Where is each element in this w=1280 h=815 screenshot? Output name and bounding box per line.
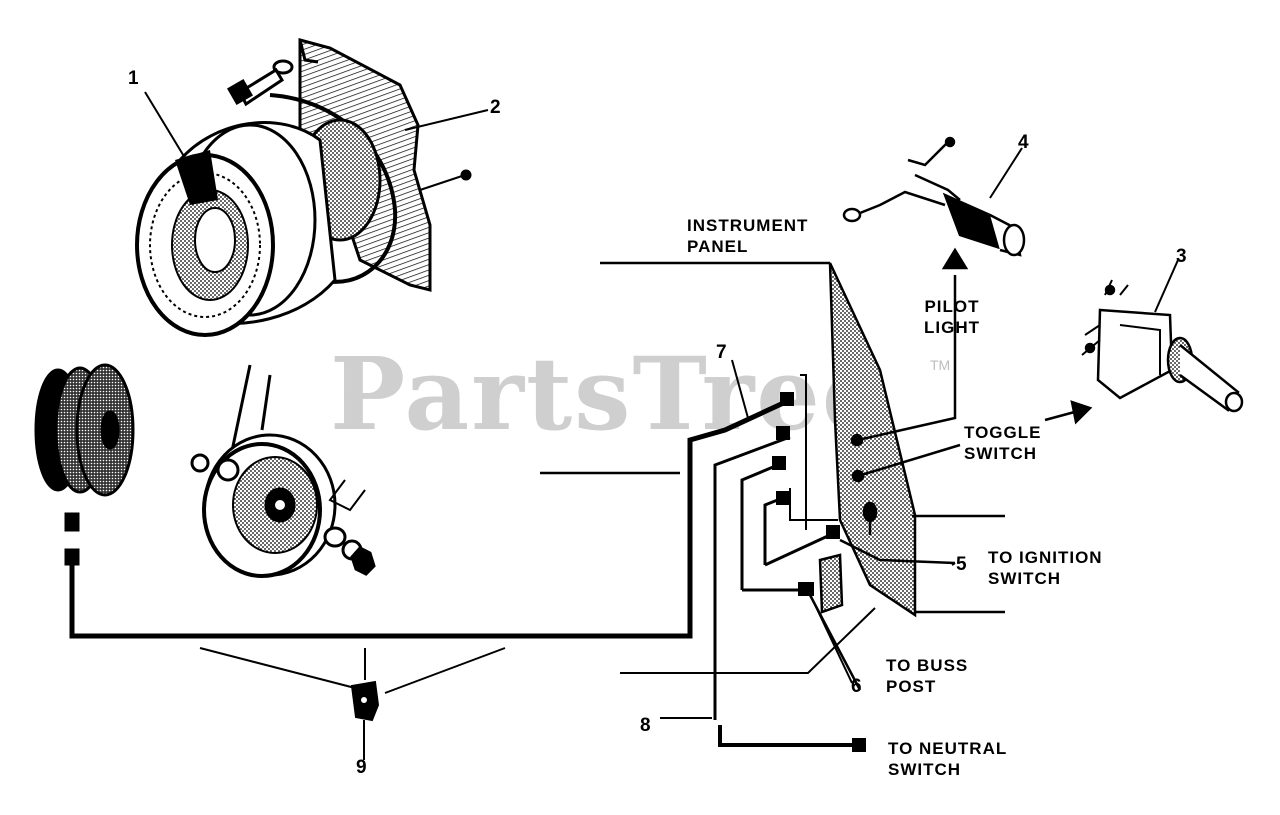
watermark-trademark: TM <box>930 357 951 373</box>
callout-9: 9 <box>356 757 367 778</box>
label-to-ignition-switch-line1: TO IGNITION <box>988 548 1103 567</box>
connector-drawing <box>350 680 380 760</box>
label-to-buss-post-line2: POST <box>886 677 937 696</box>
label-to-neutral-switch-line1: TO NEUTRAL <box>888 739 1008 758</box>
label-to-ignition-switch-line2: SWITCH <box>988 569 1062 588</box>
pilot-light-drawing <box>842 136 1026 257</box>
label-pilot-light-line1: PILOT <box>924 297 980 316</box>
label-toggle-switch-line1: TOGGLE <box>964 423 1042 442</box>
callout-6: 6 <box>851 676 862 697</box>
toggle-switch-drawing <box>1081 279 1244 413</box>
instrument-panel-drawing <box>808 247 1093 691</box>
label-toggle-switch-line2: SWITCH <box>964 444 1038 463</box>
callout-4: 4 <box>1018 132 1029 153</box>
label-instrument-panel-line1: INSTRUMENT <box>687 216 809 235</box>
callout-leaders <box>144 91 1179 684</box>
label-to-buss-post-line1: TO BUSS <box>886 656 969 675</box>
idler-pulley-drawing <box>190 364 376 578</box>
callout-5: 5 <box>956 554 967 575</box>
label-pilot-light: PILOT LIGHT <box>924 296 980 338</box>
label-to-buss-post: TO BUSS POST <box>886 655 968 697</box>
label-toggle-switch: TOGGLE SWITCH <box>964 422 1041 464</box>
callout-3: 3 <box>1176 246 1187 267</box>
label-to-neutral-switch: TO NEUTRAL SWITCH <box>888 738 1007 780</box>
label-to-neutral-switch-line2: SWITCH <box>888 760 962 779</box>
label-instrument-panel: INSTRUMENT PANEL <box>687 215 808 257</box>
callout-1: 1 <box>128 68 139 89</box>
callout-2: 2 <box>490 97 501 118</box>
label-to-ignition-switch: TO IGNITION SWITCH <box>988 547 1103 589</box>
callout-7: 7 <box>716 342 727 363</box>
drive-pulley-drawing <box>34 363 135 566</box>
label-pilot-light-line2: LIGHT <box>924 318 980 337</box>
label-instrument-panel-line2: PANEL <box>687 237 749 256</box>
clutch-assembly-drawing <box>135 38 472 337</box>
wiring-harness <box>69 261 876 752</box>
callout-8: 8 <box>640 715 651 736</box>
